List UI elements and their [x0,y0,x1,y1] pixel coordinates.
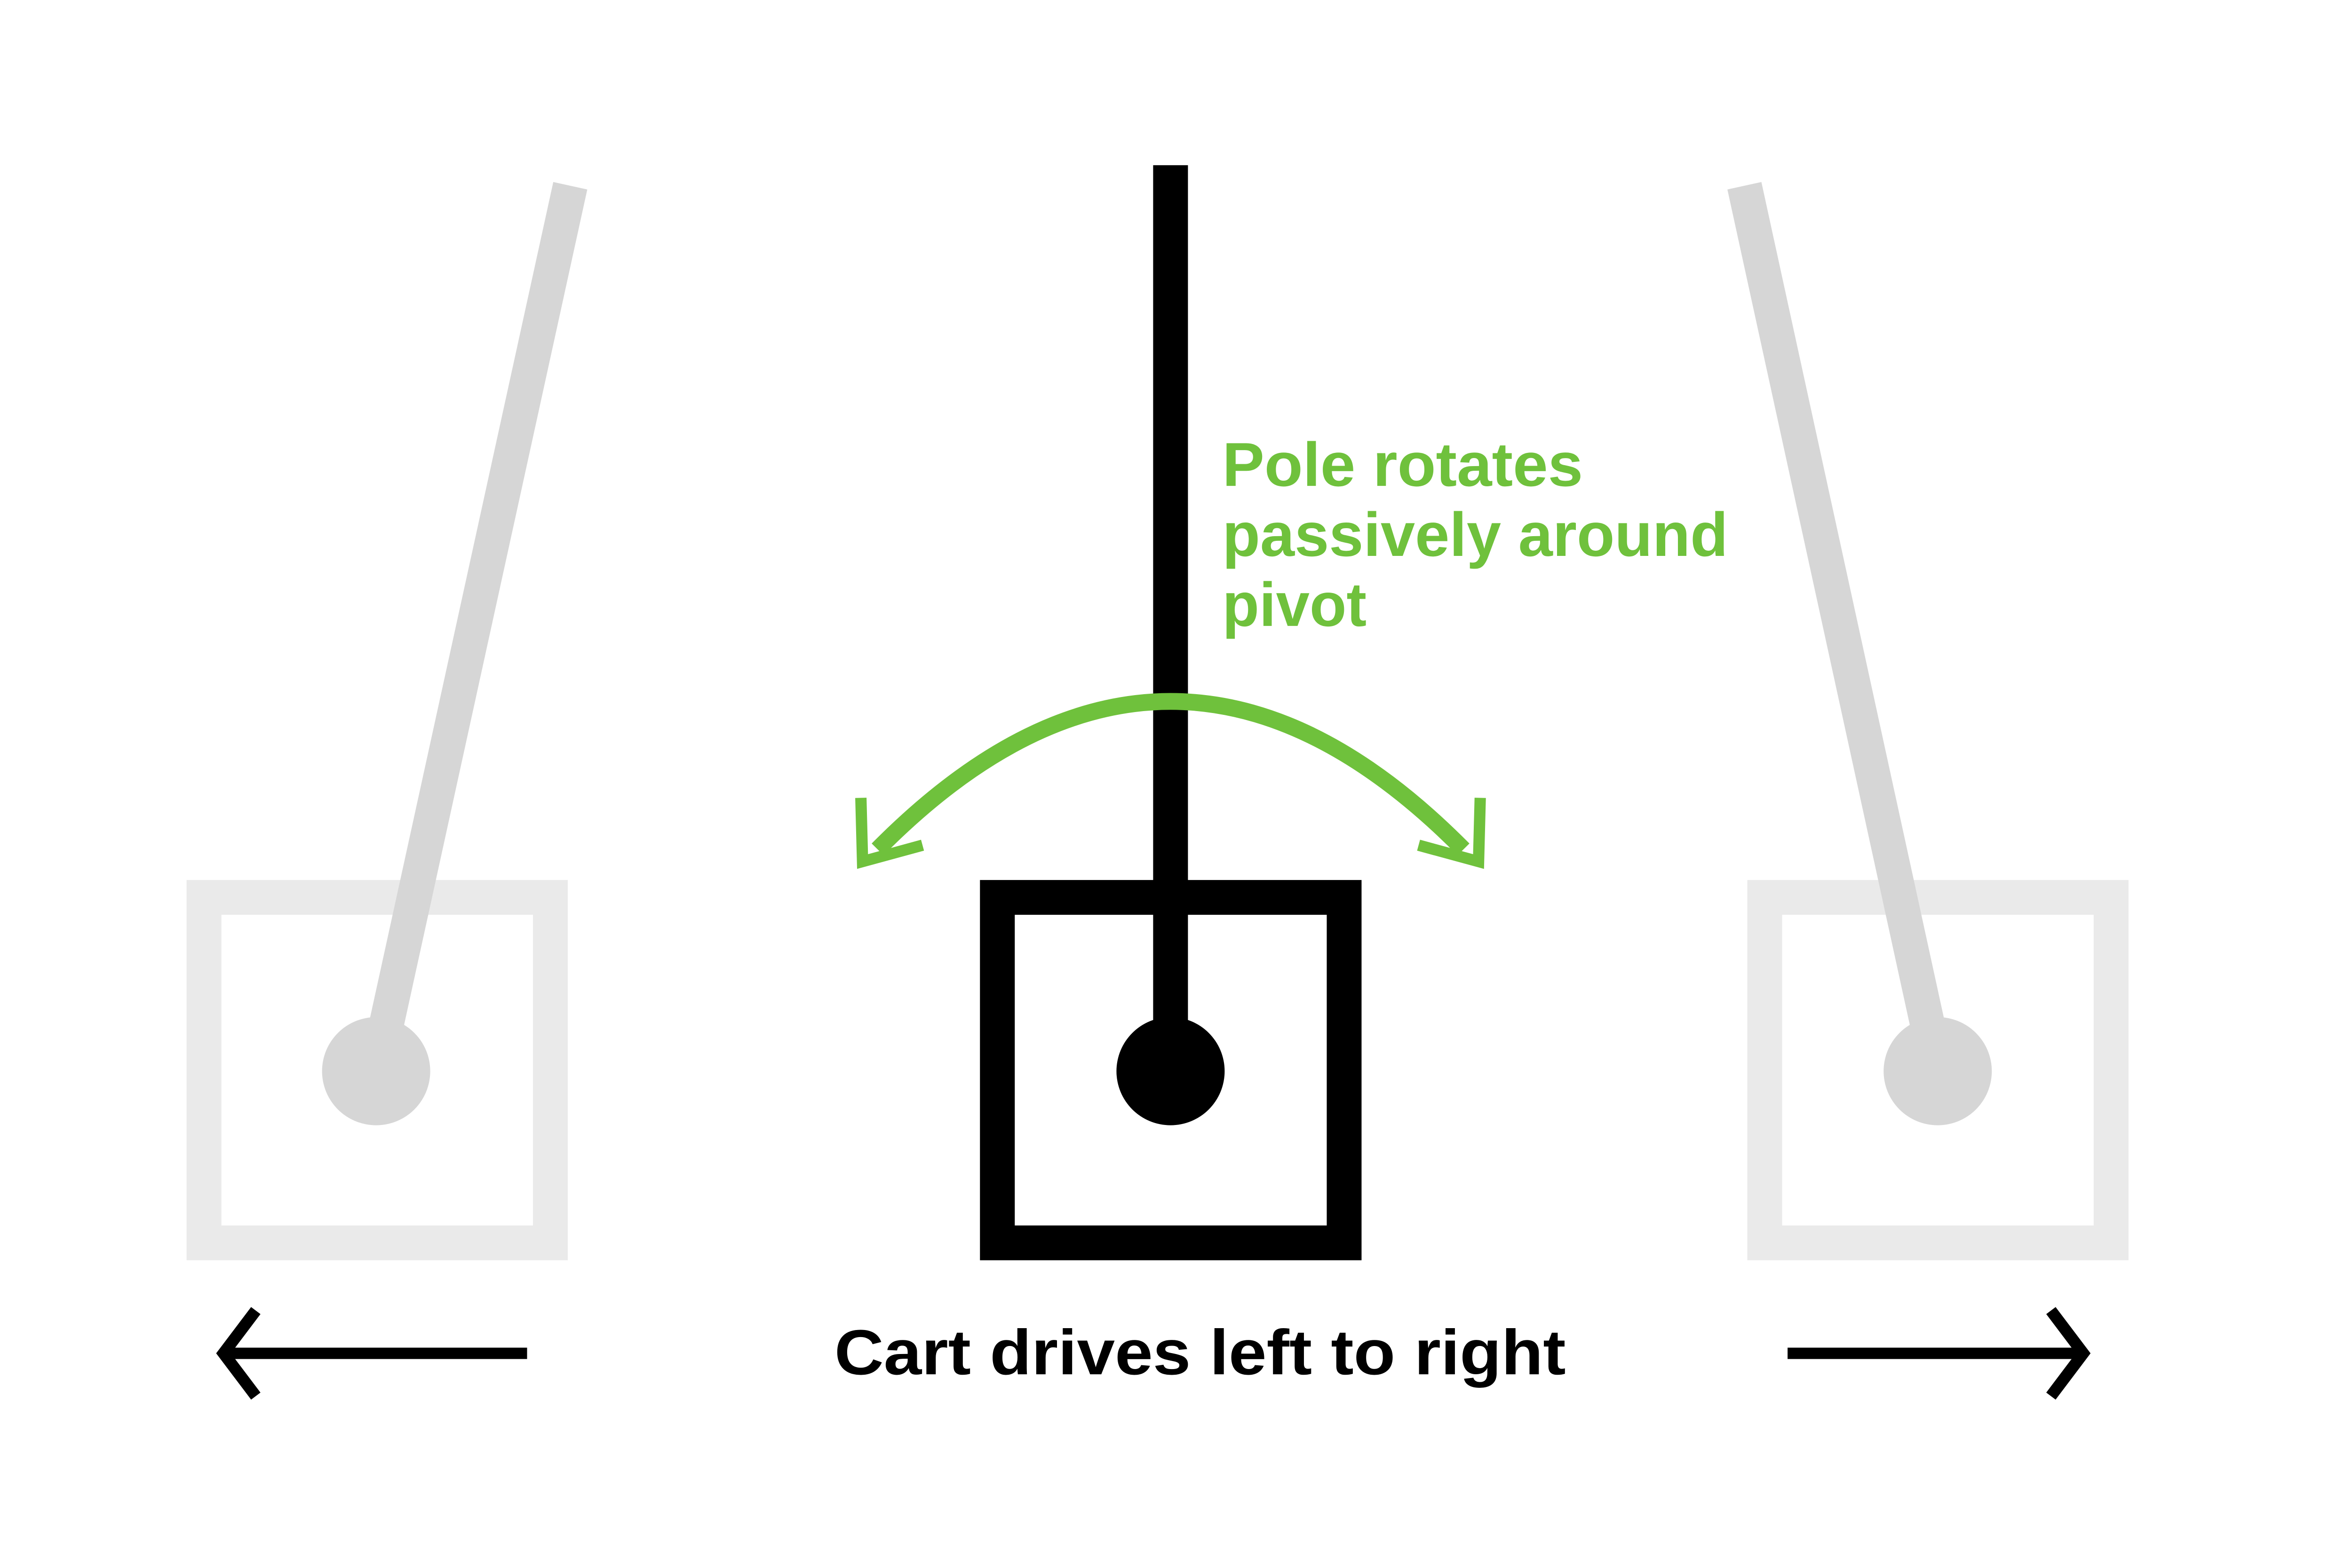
ghost-cart-left-pole [359,182,588,1075]
ghost-cart-left-body [186,880,568,1260]
ghost-cart-right-pivot [1883,1017,1992,1125]
ghost-cart-right-body [1747,880,2129,1260]
pole-rotation-label-line2: passively around [1223,500,1728,569]
caption: Cart drives left to right [834,1316,1566,1388]
drive-arrow-right-head-icon [2046,1307,2091,1400]
drive-arrow-left [216,1307,527,1400]
drive-arrow-right [1788,1307,2091,1400]
pole-rotation-label-line1: Pole rotates [1223,430,1583,499]
pole-rotation-label: Pole rotates passively around pivot [1223,430,1728,639]
pole-rotation-label-line3: pivot [1223,570,1367,639]
rotation-arc-arrowhead-right-icon [1417,798,1486,869]
rotation-arc-group [855,693,1486,869]
ghost-cart-right-pole [1727,182,1955,1075]
ghost-cart-right [1727,182,2129,1260]
ghost-cart-left [186,182,588,1260]
rotation-arc [872,693,1470,855]
rotation-arc-arrowhead-left-icon [855,798,924,869]
cart-pivot [1116,1017,1225,1125]
ghost-cart-left-pivot [322,1017,430,1125]
cart-center [980,165,1362,1260]
drive-arrow-left-head-icon [216,1307,261,1400]
